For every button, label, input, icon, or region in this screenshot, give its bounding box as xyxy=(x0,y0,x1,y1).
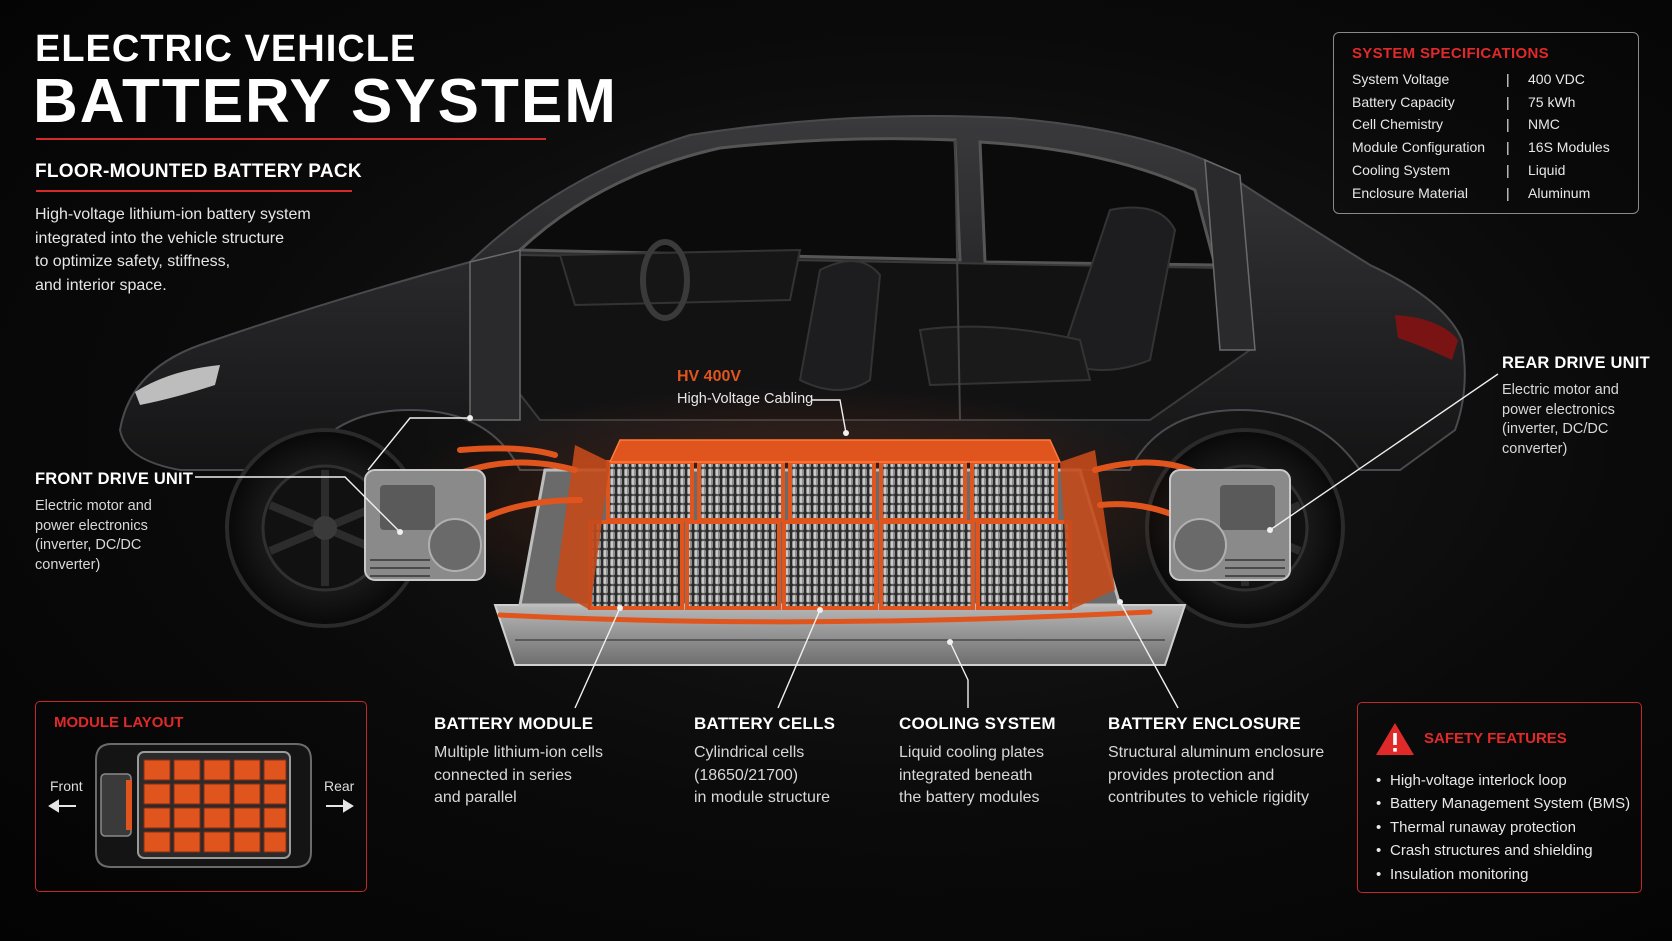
list-item: Thermal runaway protection xyxy=(1376,816,1630,839)
system-specifications-panel: SYSTEM SPECIFICATIONS System Voltage | 4… xyxy=(1333,32,1639,214)
desc-line: Multiple lithium-ion cells xyxy=(434,744,603,761)
front-drive-unit-callout: FRONT DRIVE UNIT Electric motor and powe… xyxy=(35,470,193,575)
spec-value: 16S Modules xyxy=(1528,139,1610,156)
spec-value: 400 VDC xyxy=(1528,71,1585,87)
battery-module-desc: Multiple lithium-ion cells connected in … xyxy=(434,742,603,810)
desc-line: in module structure xyxy=(694,789,831,806)
desc-line: Electric motor and xyxy=(35,498,152,514)
desc-line: (inverter, DC/DC xyxy=(35,537,142,553)
spec-value: Liquid xyxy=(1528,161,1566,178)
front-arrow-icon xyxy=(48,799,76,813)
battery-modules-art xyxy=(555,439,1115,610)
list-item: Insulation monitoring xyxy=(1376,863,1630,886)
spec-label: Battery Capacity xyxy=(1352,93,1455,110)
safety-features-list: High-voltage interlock loop Battery Mana… xyxy=(1376,769,1630,886)
specs-title: SYSTEM SPECIFICATIONS xyxy=(1352,45,1549,62)
spec-row: Enclosure Material | Aluminum xyxy=(1350,182,1622,205)
desc-line: Structural aluminum enclosure xyxy=(1108,744,1325,761)
spec-value: NMC xyxy=(1528,116,1560,133)
spec-separator: | xyxy=(1506,161,1510,178)
rear-drive-unit-desc: Electric motor and power electronics (in… xyxy=(1502,381,1650,459)
cooling-system-desc: Liquid cooling plates integrated beneath… xyxy=(899,742,1056,810)
desc-line: converter) xyxy=(35,556,101,573)
spec-value: 75 kWh xyxy=(1528,93,1576,110)
subtitle-underline xyxy=(36,190,352,192)
warning-icon xyxy=(1376,723,1414,755)
module-layout-title: MODULE LAYOUT xyxy=(54,714,184,731)
spec-row: Battery Capacity | 75 kWh xyxy=(1350,91,1622,114)
spec-row: Cell Chemistry | NMC xyxy=(1350,113,1622,136)
battery-module-callout: BATTERY MODULE Multiple lithium-ion cell… xyxy=(434,714,603,810)
spec-value: Aluminum xyxy=(1528,184,1591,201)
hv-cabling-desc: High-Voltage Cabling xyxy=(677,391,814,407)
intro-line: High-voltage lithium-ion battery system xyxy=(35,206,311,223)
desc-line: Liquid cooling plates xyxy=(899,744,1044,761)
rear-drive-unit-callout: REAR DRIVE UNIT Electric motor and power… xyxy=(1502,354,1650,459)
desc-line: power electronics xyxy=(1502,401,1615,418)
rear-drive-unit-title: REAR DRIVE UNIT xyxy=(1502,354,1650,372)
spec-separator: | xyxy=(1506,93,1510,110)
desc-line: contributes to vehicle rigidity xyxy=(1108,789,1309,806)
desc-line: provides protection and xyxy=(1108,766,1275,784)
battery-cells-callout: BATTERY CELLS Cylindrical cells (18650/2… xyxy=(694,714,835,810)
intro-line: integrated into the vehicle structure xyxy=(35,229,285,247)
list-item: High-voltage interlock loop xyxy=(1376,769,1630,792)
subtitle: FLOOR-MOUNTED BATTERY PACK xyxy=(35,161,362,182)
desc-line: Electric motor and xyxy=(1502,382,1619,398)
desc-line: integrated beneath xyxy=(899,766,1033,784)
spec-separator: | xyxy=(1506,184,1510,201)
callout-leaders xyxy=(195,373,1499,709)
title-line-2: BATTERY SYSTEM xyxy=(33,67,618,136)
front-label: Front xyxy=(50,778,83,794)
desc-line: power electronics xyxy=(35,517,148,534)
battery-cells-desc: Cylindrical cells (18650/21700) in modul… xyxy=(694,742,835,810)
intro-line: and interior space. xyxy=(35,276,167,294)
spec-label: Cooling System xyxy=(1352,161,1451,178)
spec-row: Module Configuration | 16S Modules xyxy=(1350,136,1622,159)
spec-separator: | xyxy=(1506,139,1510,156)
hv-cabling-title: HV 400V xyxy=(677,368,742,385)
title-underline xyxy=(36,138,546,140)
safety-features-title: SAFETY FEATURES xyxy=(1424,730,1567,747)
car-body xyxy=(118,115,1466,471)
desc-line: and parallel xyxy=(434,789,517,806)
spec-separator: | xyxy=(1506,71,1510,87)
intro-line: to optimize safety, stiffness, xyxy=(35,253,231,270)
front-drive-unit-title: FRONT DRIVE UNIT xyxy=(35,470,194,488)
list-item: Battery Management System (BMS) xyxy=(1376,792,1630,815)
battery-cells-title: BATTERY CELLS xyxy=(694,714,836,733)
battery-enclosure-title: BATTERY ENCLOSURE xyxy=(1108,714,1301,733)
title-line-1: ELECTRIC VEHICLE xyxy=(35,28,417,70)
spec-label: System Voltage xyxy=(1352,71,1450,87)
module-layout-diagram xyxy=(48,743,354,868)
rear-arrow-icon xyxy=(326,799,354,813)
cooling-system-callout: COOLING SYSTEM Liquid cooling plates int… xyxy=(899,714,1056,810)
spec-label: Module Configuration xyxy=(1352,139,1486,156)
desc-line: converter) xyxy=(1502,440,1568,457)
desc-line: Cylindrical cells xyxy=(694,744,805,761)
battery-enclosure-callout: BATTERY ENCLOSURE Structural aluminum en… xyxy=(1108,714,1324,810)
spec-label: Enclosure Material xyxy=(1352,184,1468,201)
battery-enclosure-desc: Structural aluminum enclosure provides p… xyxy=(1108,742,1324,810)
spec-label: Cell Chemistry xyxy=(1352,116,1444,133)
safety-features-panel: SAFETY FEATURES High-voltage interlock l… xyxy=(1357,702,1642,893)
cooling-system-title: COOLING SYSTEM xyxy=(899,714,1056,733)
spec-row: Cooling System | Liquid xyxy=(1350,159,1622,182)
spec-row: System Voltage | 400 VDC xyxy=(1350,68,1622,91)
front-drive-unit-desc: Electric motor and power electronics (in… xyxy=(35,497,193,575)
battery-module-title: BATTERY MODULE xyxy=(434,714,594,733)
module-layout-panel: MODULE LAYOUT Front Rear xyxy=(35,701,367,892)
front-drive-unit-art xyxy=(364,469,486,581)
list-item: Crash structures and shielding xyxy=(1376,839,1630,862)
spec-separator: | xyxy=(1506,116,1510,133)
desc-line: connected in series xyxy=(434,766,572,784)
rear-label: Rear xyxy=(324,778,355,794)
desc-line: (18650/21700) xyxy=(694,766,799,784)
rear-drive-unit-art xyxy=(1169,469,1291,581)
desc-line: (inverter, DC/DC xyxy=(1502,421,1609,437)
intro-text: High-voltage lithium-ion battery system … xyxy=(35,203,355,297)
desc-line: the battery modules xyxy=(899,789,1040,806)
